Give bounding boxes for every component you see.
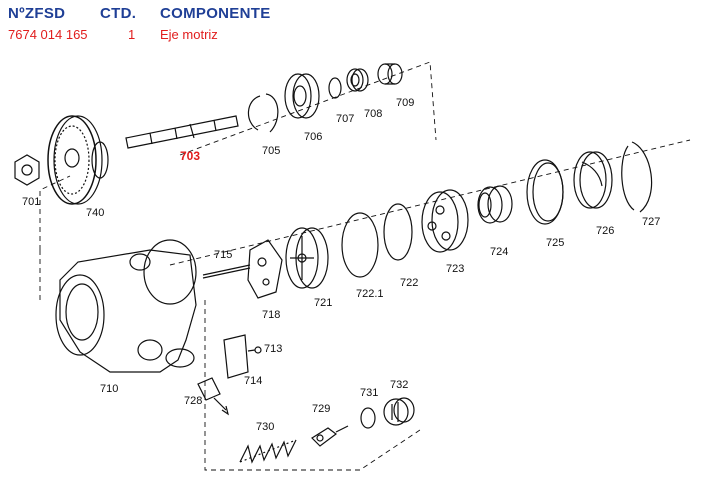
- label-701: 701: [22, 196, 40, 208]
- label-722-1: 722.1: [356, 288, 384, 300]
- part-710-housing: [55, 239, 197, 373]
- label-705: 705: [262, 145, 280, 157]
- part-718-plate: [247, 239, 283, 299]
- part-707-ring: [328, 77, 342, 99]
- label-726: 726: [596, 225, 614, 237]
- column-header-quantity: CTD.: [100, 5, 137, 22]
- part-723-carrier: [421, 189, 469, 253]
- label-729: 729: [312, 403, 330, 415]
- label-722: 722: [400, 277, 418, 289]
- part-725-ring: [526, 159, 564, 225]
- label-706: 706: [304, 131, 322, 143]
- quantity-value: 1: [128, 27, 136, 42]
- label-724: 724: [490, 246, 508, 258]
- part-740-gear: [47, 115, 109, 205]
- part-731-ring: [360, 407, 376, 429]
- parts-header: NºZFSD CTD. COMPONENTE 7674 014 165 1 Ej…: [0, 0, 720, 48]
- component-value: Eje motriz: [160, 27, 218, 42]
- part-722-1-ring: [341, 212, 379, 278]
- label-708: 708: [364, 108, 382, 120]
- label-703: 703: [180, 149, 200, 163]
- part-715-pin: [202, 264, 251, 279]
- part-714-gasket: [223, 334, 249, 379]
- label-713: 713: [264, 343, 282, 355]
- part-732-plug: [383, 397, 415, 426]
- part-729-valve: [311, 425, 349, 447]
- part-713-screw: [247, 346, 262, 354]
- part-code-value: 7674 014 165: [8, 27, 88, 42]
- part-722-ring: [383, 203, 413, 261]
- part-708-bushing: [346, 68, 369, 92]
- part-709-needle-bearing: [377, 63, 403, 85]
- label-709: 709: [396, 97, 414, 109]
- label-710: 710: [100, 383, 118, 395]
- label-732: 732: [390, 379, 408, 391]
- part-730-spring: [239, 439, 297, 464]
- part-724-sleeve: [477, 185, 513, 224]
- label-740: 740: [86, 207, 104, 219]
- column-header-component: COMPONENTE: [160, 5, 271, 22]
- label-718: 718: [262, 309, 280, 321]
- label-721: 721: [314, 297, 332, 309]
- label-731: 731: [360, 387, 378, 399]
- label-730: 730: [256, 421, 274, 433]
- column-header-code: NºZFSD: [8, 5, 66, 22]
- label-727: 727: [642, 216, 660, 228]
- part-726-cup: [573, 151, 613, 209]
- part-703-shaft: [125, 115, 239, 149]
- part-721-rotor: [285, 227, 329, 289]
- part-706-bearing: [284, 73, 320, 119]
- label-714: 714: [244, 375, 262, 387]
- part-728-fitting: [197, 377, 229, 416]
- part-701-nut: [14, 154, 40, 186]
- label-715: 715: [214, 249, 232, 261]
- label-728: 728: [184, 395, 202, 407]
- part-727-circlip: [621, 141, 653, 213]
- label-723: 723: [446, 263, 464, 275]
- label-725: 725: [546, 237, 564, 249]
- label-707: 707: [336, 113, 354, 125]
- part-705-circlip: [247, 93, 279, 133]
